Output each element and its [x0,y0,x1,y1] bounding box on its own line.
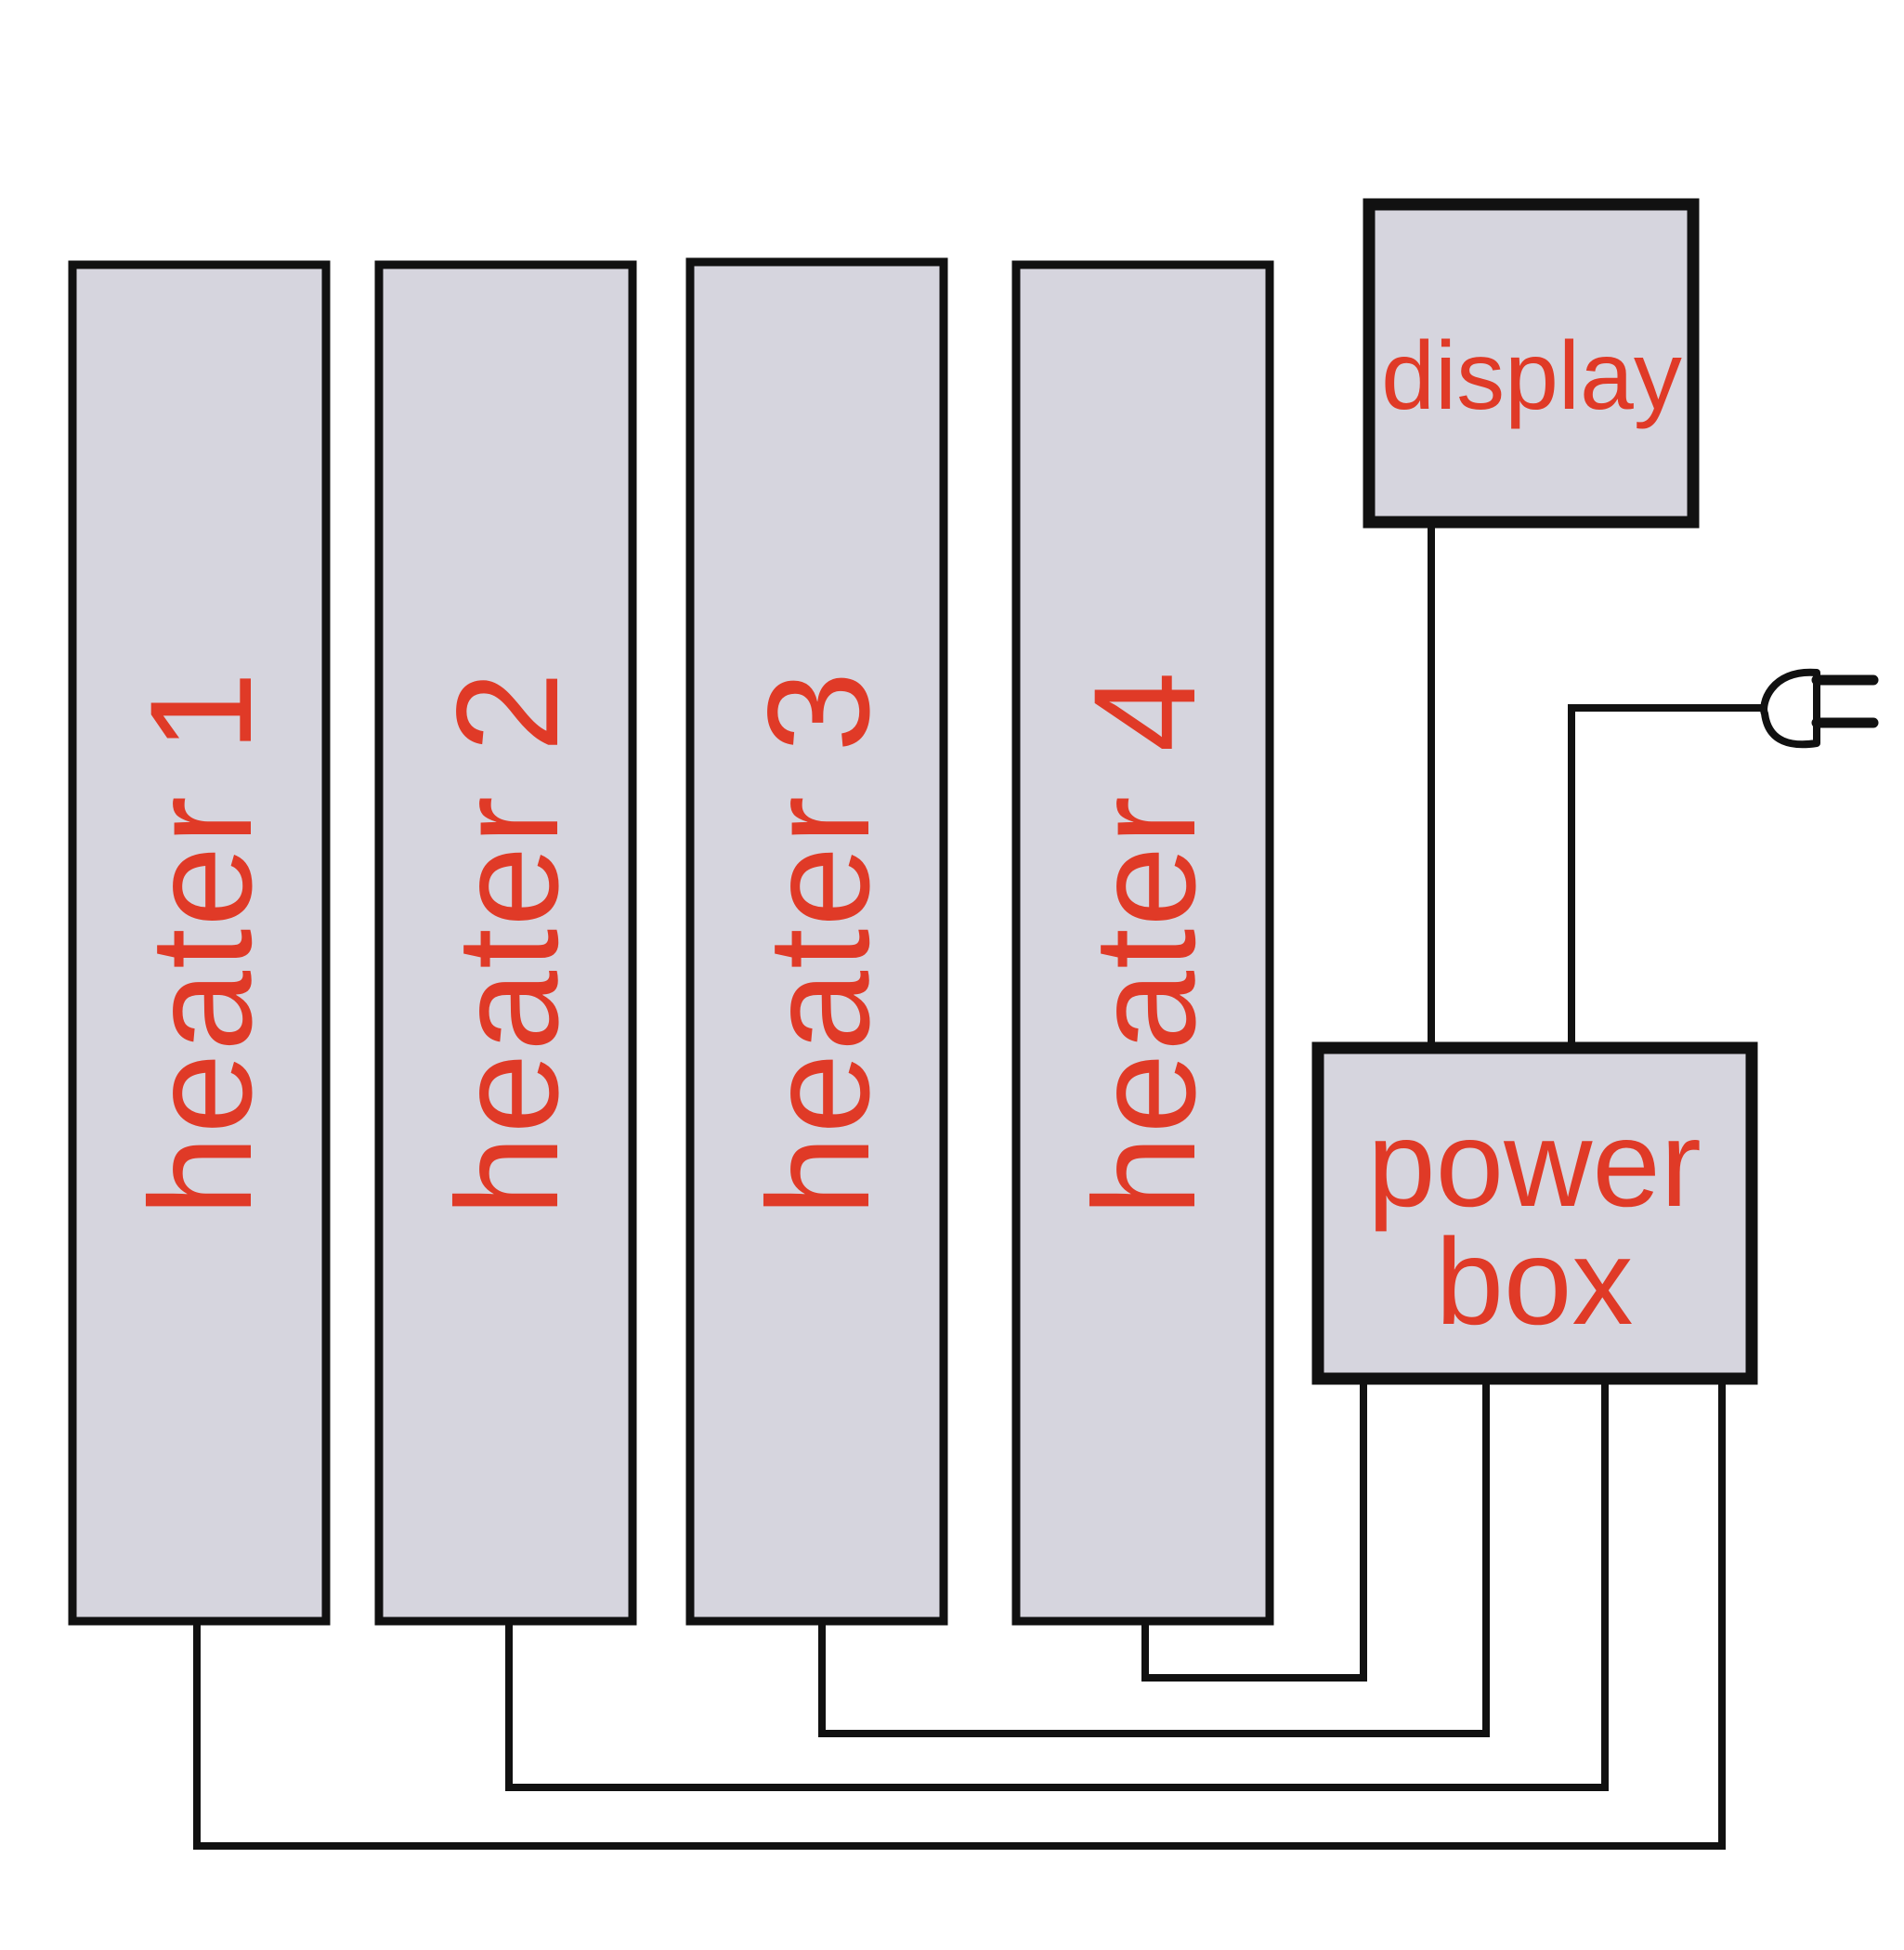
heater-4: heater 4 [1011,260,1274,1626]
wires [193,526,1775,1850]
power-box-label-line2: box [1436,1213,1634,1350]
display: display [1363,198,1700,529]
heater-1-box [68,260,331,1626]
heater-3-label: heater 3 [738,670,900,1216]
heater-2: heater 2 [374,260,637,1626]
power-box-box [1311,1041,1758,1385]
heater-2-box [374,260,637,1626]
wire-heater-3 [818,1379,1490,1737]
heater-2-label: heater 2 [427,670,589,1216]
heater-4-box [1011,260,1274,1626]
heater-1-label: heater 1 [121,670,282,1216]
power-box-label-line1: power [1367,1095,1702,1232]
wire-heater-2 [505,1379,1609,1791]
heater-1: heater 1 [68,260,331,1626]
wire-heater-4 [1141,1379,1367,1682]
wire-heater-1 [193,1379,1726,1850]
display-box [1363,198,1700,529]
heater-3-box [685,257,948,1626]
power-box: power box [1311,1041,1758,1385]
wire-plug [1568,704,1775,1050]
heater-4-label: heater 4 [1064,670,1226,1216]
heater-3: heater 3 [685,257,948,1626]
display-label: display [1381,322,1682,430]
plug-icon [1760,668,1879,749]
